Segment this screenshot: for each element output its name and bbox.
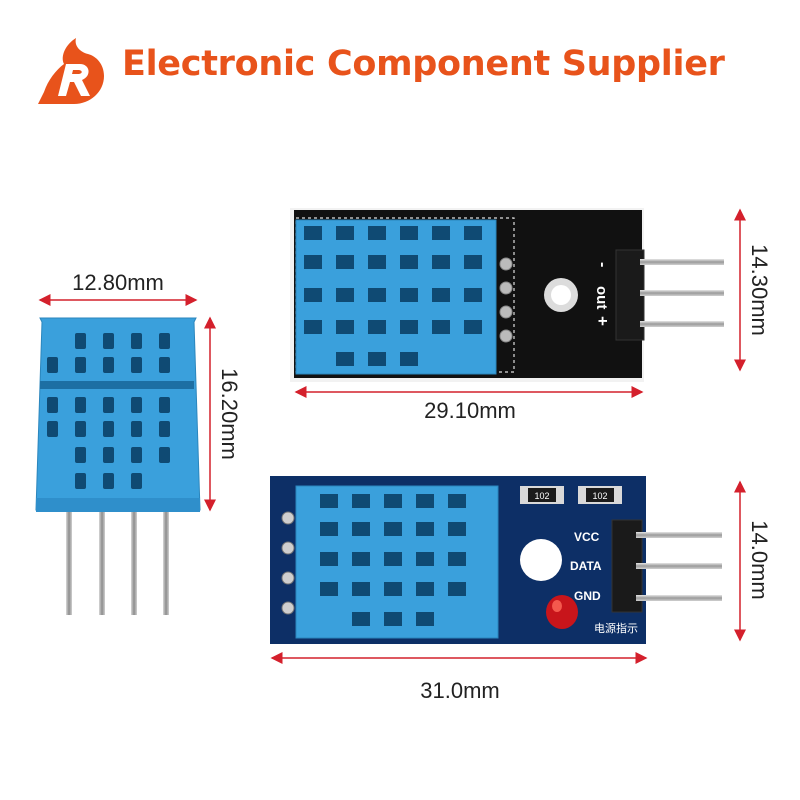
blue-module-width-dimension: 31.0mm	[270, 652, 648, 703]
resistor-label: 102	[534, 491, 549, 501]
black-pin-label-out: out	[593, 286, 610, 309]
r-logo-icon: R	[38, 38, 104, 104]
sensor-width-dimension: 12.80mm	[38, 270, 198, 306]
black-module-height-label: 14.30mm	[747, 244, 772, 336]
black-module-sensor	[295, 219, 497, 375]
blue-module-width-label: 31.0mm	[420, 678, 499, 703]
blue-module-pin	[636, 595, 722, 601]
sensor-width-label: 12.80mm	[72, 270, 164, 295]
blue-module-pin	[636, 532, 722, 538]
sensor-pin	[131, 505, 137, 615]
black-sensor-module: - out +	[290, 208, 724, 382]
sensor-body	[35, 317, 201, 511]
blue-module-height-label: 14.0mm	[747, 520, 772, 599]
sensor-pin	[163, 505, 169, 615]
black-module-pin	[640, 321, 724, 327]
black-module-pin	[640, 290, 724, 296]
sensor-height-label: 16.20mm	[217, 368, 242, 460]
sensor-vent-grid	[40, 333, 194, 489]
smd-resistor: 102	[520, 486, 564, 504]
black-module-height-dimension: 14.30mm	[734, 208, 772, 372]
sensor-pin	[66, 505, 72, 615]
blue-sensor-module: 102 102 电源指示 VCC DATA GND	[270, 476, 722, 644]
smd-resistor: 102	[578, 486, 622, 504]
blue-module-height-dimension: 14.0mm	[734, 480, 772, 642]
black-module-pin	[640, 259, 724, 265]
sensor-base	[36, 498, 200, 512]
header: R Electronic Component Supplier	[0, 0, 800, 120]
blue-module-pin	[636, 563, 722, 569]
black-pin-label-plus: +	[593, 316, 612, 326]
resistor-label: 102	[592, 491, 607, 501]
power-led-label: 电源指示	[594, 621, 638, 635]
sensor-height-dimension: 16.20mm	[204, 316, 242, 512]
black-module-width-dimension: 29.10mm	[294, 386, 644, 423]
sensor-pin	[99, 505, 105, 615]
mounting-hole	[520, 539, 562, 581]
power-led	[546, 595, 578, 629]
black-pin-label-minus: -	[594, 262, 611, 267]
dht11-sensor	[35, 317, 201, 615]
pin-label-gnd: GND	[574, 589, 601, 603]
pin-label-vcc: VCC	[574, 530, 600, 544]
brand-title: Electronic Component Supplier	[122, 44, 725, 84]
black-module-width-label: 29.10mm	[424, 398, 516, 423]
pin-label-data: DATA	[570, 559, 602, 573]
